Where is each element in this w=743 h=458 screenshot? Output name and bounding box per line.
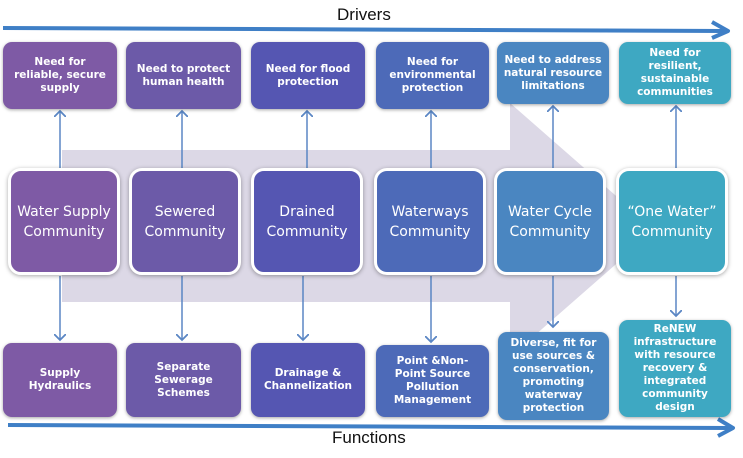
function-box-2: Separate Sewerage Schemes bbox=[126, 343, 241, 417]
driver-box-1: Need for reliable, secure supply bbox=[3, 42, 117, 109]
driver-text: Need for environmental protection bbox=[389, 56, 476, 94]
community-box-2: Sewered Community bbox=[129, 168, 241, 275]
community-box-3: Drained Community bbox=[251, 168, 363, 275]
community-text: Sewered Community bbox=[144, 203, 226, 240]
driver-text: Need for flood protection bbox=[265, 62, 351, 88]
driver-box-4: Need for environmental protection bbox=[376, 42, 489, 109]
function-text: Separate Sewerage Schemes bbox=[154, 360, 213, 399]
function-text: Supply Hydraulics bbox=[28, 367, 92, 392]
community-box-5: Water Cycle Community bbox=[494, 168, 606, 275]
functions-axis-arrow bbox=[7, 417, 735, 438]
function-box-6: ReNEW infrastructure with resource recov… bbox=[619, 320, 731, 417]
function-box-3: Drainage & Channelization bbox=[251, 343, 365, 417]
function-text: ReNEW infrastructure with resource recov… bbox=[633, 323, 717, 413]
community-box-4: Waterways Community bbox=[374, 168, 486, 275]
community-box-1: Water Supply Community bbox=[8, 168, 120, 275]
drivers-label: Drivers bbox=[337, 5, 391, 24]
driver-text: Need for reliable, secure supply bbox=[14, 56, 106, 94]
community-box-6: “One Water” Community bbox=[616, 168, 728, 275]
function-text: Point &Non-Point Source Pollution Manage… bbox=[393, 355, 472, 406]
function-text: Drainage & Channelization bbox=[263, 367, 353, 392]
driver-text: Need to address natural resource limitat… bbox=[503, 53, 603, 92]
function-text: Diverse, fit for use sources & conservat… bbox=[510, 337, 597, 414]
driver-text: Need to protect human health bbox=[136, 62, 231, 88]
function-box-1: Supply Hydraulics bbox=[3, 343, 117, 417]
driver-box-6: Need for resilient, sustainable communit… bbox=[619, 42, 731, 104]
community-text: “One Water” Community bbox=[627, 203, 717, 240]
driver-box-3: Need for flood protection bbox=[251, 42, 365, 109]
community-text: Water Cycle Community bbox=[507, 203, 593, 240]
driver-text: Need for resilient, sustainable communit… bbox=[637, 47, 713, 98]
function-box-5: Diverse, fit for use sources & conservat… bbox=[498, 332, 609, 420]
community-text: Water Supply Community bbox=[17, 203, 111, 240]
function-box-4: Point &Non-Point Source Pollution Manage… bbox=[376, 345, 489, 417]
community-text: Drained Community bbox=[266, 203, 348, 240]
community-text: Waterways Community bbox=[389, 203, 471, 240]
functions-label: Functions bbox=[332, 428, 406, 447]
driver-box-2: Need to protect human health bbox=[126, 42, 241, 109]
drivers-axis-arrow bbox=[2, 20, 730, 40]
driver-box-5: Need to address natural resource limitat… bbox=[497, 42, 609, 104]
